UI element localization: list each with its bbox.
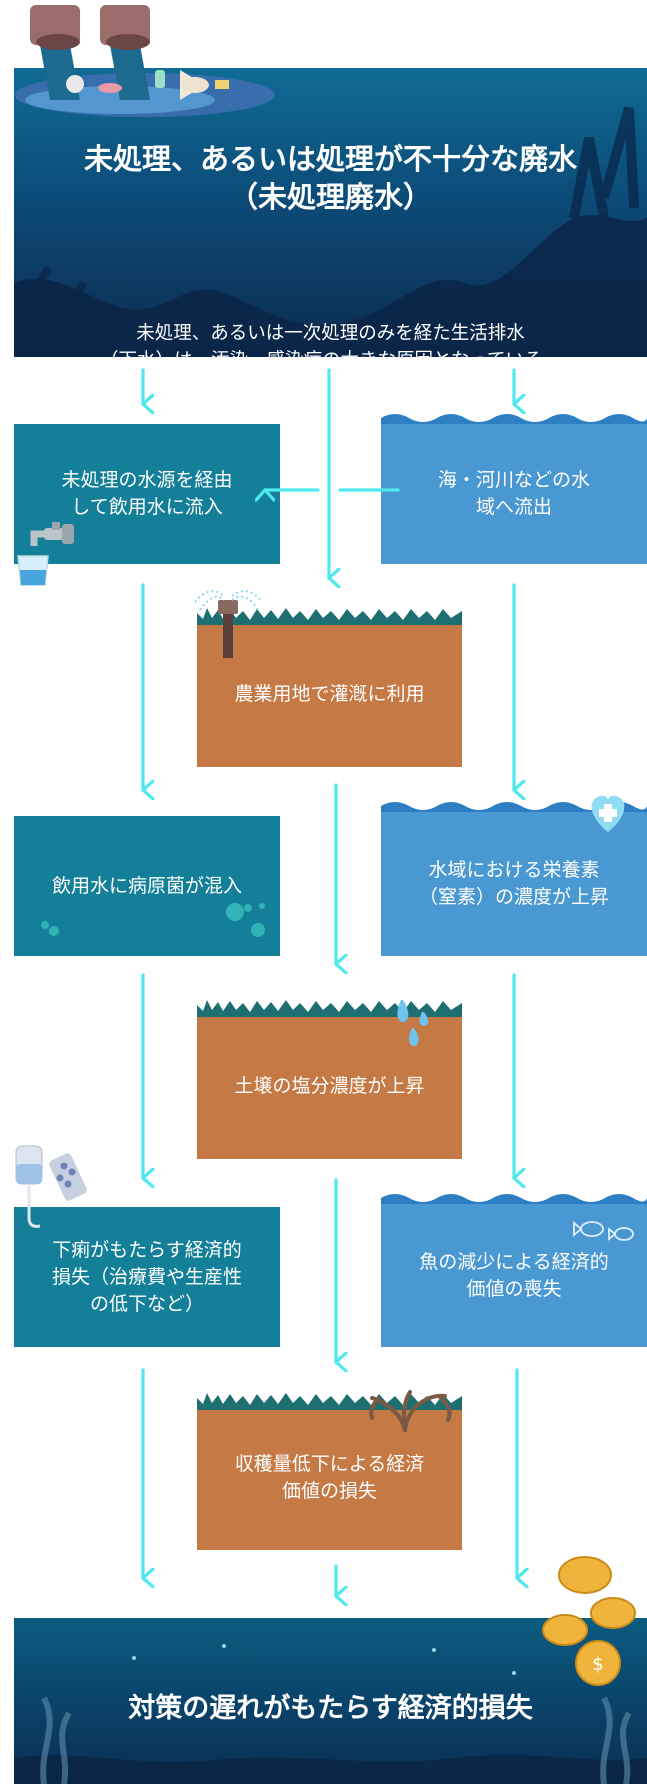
dead-plant-icon <box>369 1390 452 1432</box>
node-fish-loss-label: 魚の減少による経済的 価値の喪失 <box>419 1250 609 1300</box>
coral-silhouette <box>569 106 639 219</box>
node-diarrhea-loss-label: 下痢がもたらす経済的 損失（治療費や生産性 の低下など） <box>51 1238 242 1315</box>
header-title: 未処理、あるいは処理が不十分な廃水 （未処理廃水） <box>83 142 577 214</box>
node-harvest-loss: 収穫量低下による経済 価値の損失 <box>197 1406 462 1550</box>
grass-2 <box>197 1000 462 1017</box>
node-irrigation: 農業用地で灌漑に利用 <box>197 621 462 767</box>
heart-plus-icon <box>591 795 625 832</box>
reef-silhouette <box>14 215 647 357</box>
sewage-pipes-icon <box>15 5 275 117</box>
water-drop-icon <box>397 1000 429 1046</box>
node-pathogen-label: 飲用水に病原菌が混入 <box>51 874 242 897</box>
header-panel: 未処理、あるいは処理が不十分な廃水 （未処理廃水） 未処理、あるいは一次処理のみ… <box>14 68 647 357</box>
fish-icon <box>573 1221 634 1241</box>
wave-top-3 <box>381 1194 647 1204</box>
node-drinking-source: 未処理の水源を経由 して飲用水に流入 <box>14 424 280 564</box>
iv-pills-icon <box>15 1145 87 1228</box>
faucet-icon <box>17 522 74 586</box>
node-salinity-label: 土壌の塩分濃度が上昇 <box>234 1074 425 1097</box>
footer-panel: 対策の遅れがもたらす経済的損失 <box>14 1618 647 1784</box>
node-pathogen: 飲用水に病原菌が混入 <box>14 816 280 956</box>
seaweed-left <box>40 1696 72 1784</box>
header-subtitle: 未処理、あるいは一次処理のみを経た生活排水 （下水）は、汚染・感染症の大きな原因… <box>100 323 561 357</box>
node-salinity: 土壌の塩分濃度が上昇 <box>197 1013 462 1159</box>
seaweed-silhouette <box>30 265 88 357</box>
germ-icon <box>41 903 265 937</box>
node-nutrients: 水域における栄養素 （窒素）の濃度が上昇 <box>381 812 647 956</box>
coins-icon: $ <box>542 1556 636 1686</box>
svg-text:$: $ <box>592 1654 603 1675</box>
node-water-outflow: 海・河川などの水 域へ流出 <box>381 424 647 564</box>
seaweed-right <box>600 1696 632 1784</box>
header-decor <box>14 106 647 357</box>
sprinkler-icon <box>194 590 263 658</box>
grass-1 <box>197 608 462 625</box>
footer-title: 対策の遅れがもたらす経済的損失 <box>128 1693 533 1724</box>
node-nutrients-label: 水域における栄養素 （窒素）の濃度が上昇 <box>418 859 609 908</box>
grass-3 <box>197 1393 462 1410</box>
node-diarrhea-loss: 下痢がもたらす経済的 損失（治療費や生産性 の低下など） <box>14 1207 280 1347</box>
node-irrigation-label: 農業用地で灌漑に利用 <box>234 682 425 705</box>
footer-decor <box>14 1644 647 1784</box>
node-fish-loss: 魚の減少による経済的 価値の喪失 <box>381 1204 647 1347</box>
node-water-outflow-label: 海・河川などの水 域へ流出 <box>437 469 590 518</box>
wave-top-2 <box>381 802 647 812</box>
node-drinking-source-label: 未処理の水源を経由 して飲用水に流入 <box>61 469 233 518</box>
node-harvest-loss-label: 収穫量低下による経済 価値の損失 <box>234 1453 425 1502</box>
wave-top-1 <box>381 414 647 424</box>
